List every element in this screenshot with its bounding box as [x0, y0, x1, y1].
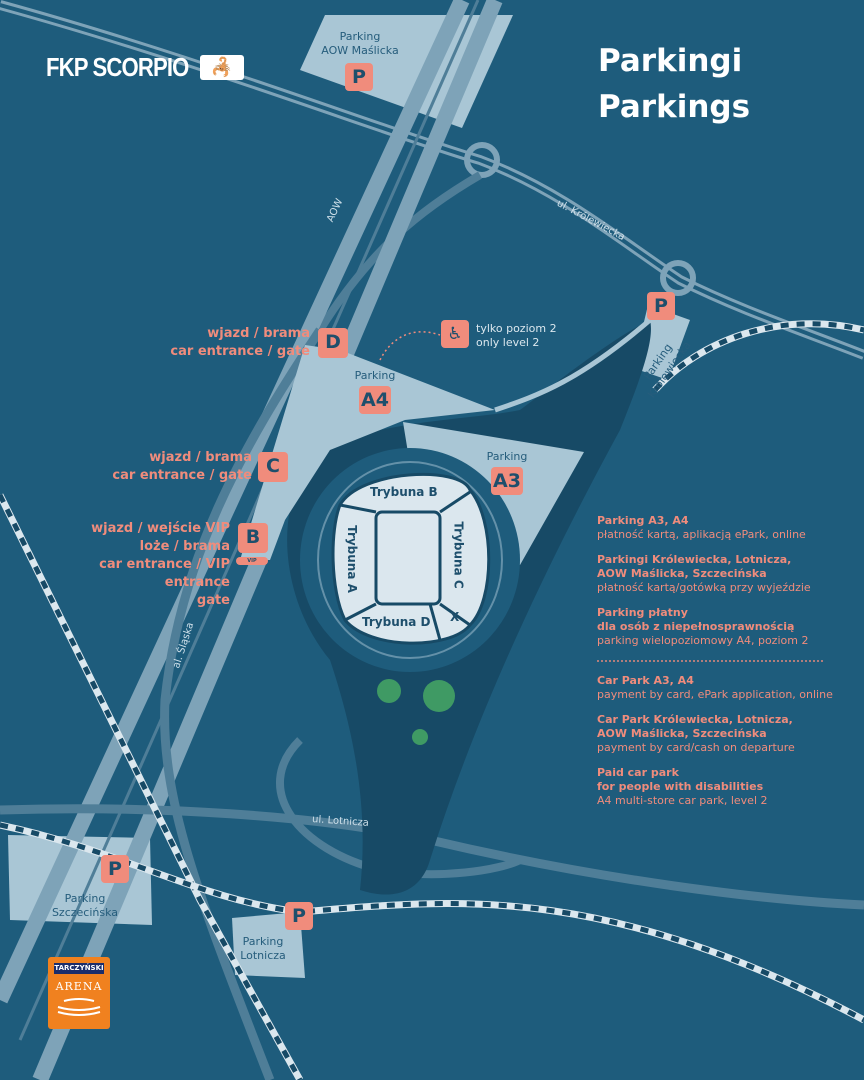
legend: Parking A3, A4 płatność kartą, aplikacją…	[597, 514, 837, 819]
label: Lotnicza	[240, 949, 286, 962]
label: gate	[196, 593, 230, 608]
parking-szczecinska-pin[interactable]: P	[101, 855, 129, 883]
legend-text: płatność kartą/gotówką przy wyjeździe	[597, 581, 811, 594]
roundabout-1	[464, 142, 500, 178]
label: car entrance / gate	[112, 468, 252, 483]
label: Parking	[339, 30, 381, 43]
legend-text: parking wielopoziomowy A4, poziom 2	[597, 634, 809, 647]
label: Parking	[242, 935, 284, 948]
tree	[377, 679, 401, 703]
legend-heading: Parkingi Królewiecka, Lotnicza,	[597, 553, 792, 566]
sector-x: X	[450, 610, 460, 624]
legend-heading: for people with disabilities	[597, 780, 764, 793]
legend-heading: Parking A3, A4	[597, 514, 689, 527]
title-en: Parkings	[598, 89, 751, 125]
vip-badge: VIP	[236, 557, 268, 565]
label: wjazd / brama	[207, 326, 310, 341]
label: Szczecińska	[51, 906, 119, 919]
label: car entrance / VIP entrance	[99, 557, 230, 590]
scorpion-icon: 🦂	[200, 55, 244, 80]
stand-a: Trybuna A	[344, 525, 359, 593]
legend-heading: Parking płatny	[597, 606, 688, 619]
parking-a4-label: Parking	[354, 369, 396, 382]
legend-text: payment by card, ePark application, onli…	[597, 688, 833, 701]
gate-c-label: wjazd / brama car entrance / gate	[80, 449, 252, 485]
legend-text: A4 multi-store car park, level 2	[597, 794, 768, 807]
fkp-scorpio-logo: FKP SCORPIO	[46, 52, 189, 82]
arena-name: ARENA	[55, 980, 103, 993]
label: Parking	[64, 892, 106, 905]
gate-c-pin[interactable]: C	[258, 452, 288, 482]
tree	[412, 729, 428, 745]
legend-heading: AOW Maślicka, Szczecińska	[597, 567, 767, 580]
disabled-route	[379, 331, 441, 361]
gate-d-label: wjazd / brama car entrance / gate	[140, 325, 310, 361]
legend-en: Car Park A3, A4 payment by card, ePark a…	[597, 674, 837, 808]
stadium-icon	[57, 998, 101, 1016]
wheelchair-icon: ♿	[441, 320, 469, 348]
parking-a4-pin[interactable]: A4	[359, 386, 391, 414]
label: wjazd / brama	[149, 450, 252, 465]
legend-heading: Car Park Królewiecka, Lotnicza,	[597, 713, 793, 726]
legend-heading: Car Park A3, A4	[597, 674, 694, 687]
parking-maslicka-pin[interactable]: P	[345, 63, 373, 91]
legend-heading: AOW Maślicka, Szczecińska	[597, 727, 767, 740]
note-pl: tylko poziom 2	[476, 322, 557, 335]
legend-heading: dla osób z niepełnosprawnością	[597, 620, 795, 633]
stand-b: Trybuna B	[370, 485, 438, 499]
stand-c: Trybuna C	[451, 521, 466, 589]
parking-a3-label: Parking	[486, 450, 528, 463]
parking-a3-pin[interactable]: A3	[491, 467, 523, 495]
legend-pl: Parking A3, A4 płatność kartą, aplikacją…	[597, 514, 837, 648]
parcel-a4	[240, 345, 495, 560]
gate-b-label: wjazd / wejście VIP loże / brama car entra…	[30, 520, 230, 610]
tarczynski-arena-logo: TARCZYŃSKI ARENA	[48, 957, 110, 1029]
stadium-pitch	[374, 510, 442, 606]
legend-text: payment by card/cash on departure	[597, 741, 795, 754]
parking-lotnicza-pin[interactable]: P	[285, 902, 313, 930]
label: car entrance / gate	[170, 344, 310, 359]
label: wjazd / wejście VIP	[91, 521, 230, 536]
parking-krolewiecka-pin[interactable]: P	[647, 292, 675, 320]
legend-divider	[597, 660, 823, 662]
stand-d: Trybuna D	[362, 615, 431, 629]
roundabout-2	[660, 260, 696, 296]
gate-d-pin[interactable]: D	[318, 328, 348, 358]
label: loże / brama	[139, 539, 230, 554]
road-aow	[0, 0, 470, 1004]
gate-b-pin[interactable]: B	[238, 523, 268, 553]
arena-brand: TARCZYŃSKI	[54, 963, 104, 974]
title-pl: Parkingi	[598, 43, 743, 79]
tree	[423, 680, 455, 712]
label: AOW Maślicka	[321, 44, 399, 57]
note-en: only level 2	[476, 336, 540, 349]
legend-text: płatność kartą, aplikacją ePark, online	[597, 528, 806, 541]
legend-heading: Paid car park	[597, 766, 679, 779]
